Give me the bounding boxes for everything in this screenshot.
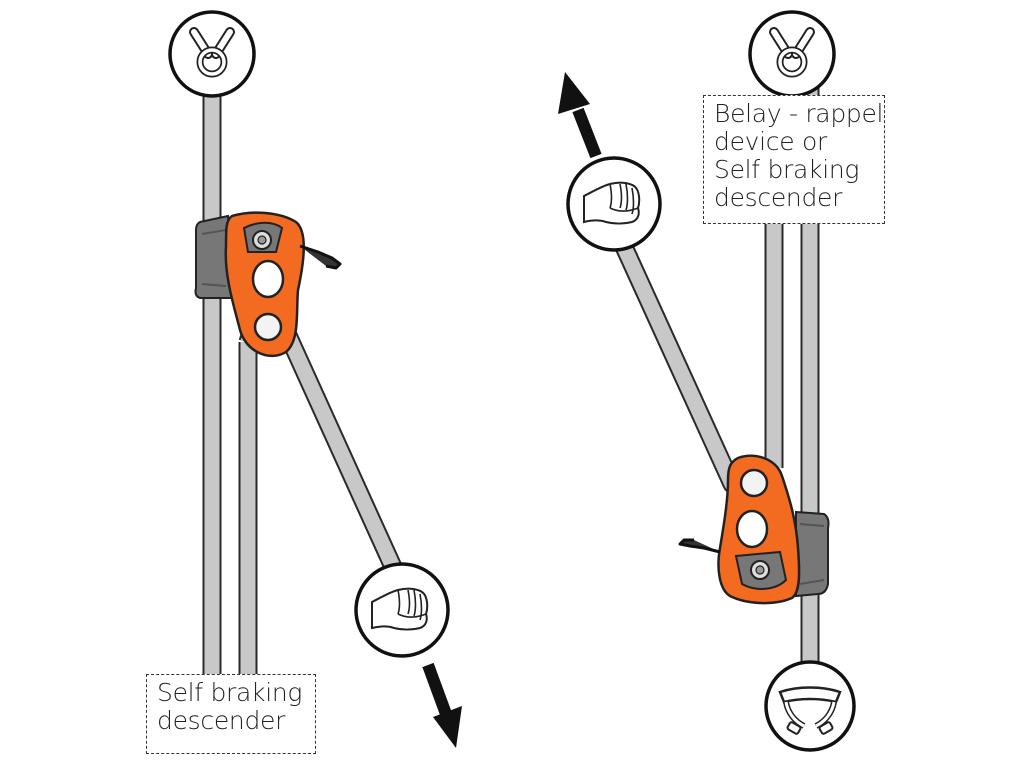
right-device-label-line: Self braking [714, 155, 860, 184]
right-device-label-line: Belay - rappel [714, 99, 884, 128]
anchor-ring-icon [748, 10, 836, 98]
left-device-label-line: Self braking [157, 678, 303, 707]
right-device-label-line: device or [714, 127, 827, 156]
hand-grip-icon [566, 156, 662, 252]
right-hauling-rope [610, 228, 742, 494]
arrow-up-icon [558, 72, 602, 159]
left-descender-device [194, 211, 342, 358]
anchor-ring-icon [168, 10, 256, 98]
left-brake-rope [272, 312, 418, 610]
right-device-label-line: descender [714, 183, 843, 212]
hand-grip-icon [354, 562, 450, 658]
arrow-down-icon [422, 662, 462, 748]
left-device-label-line: descender [157, 706, 286, 735]
right-device-label: Belay - rappel device or Self braking de… [703, 95, 885, 224]
left-system [168, 10, 462, 748]
left-device-label: Self braking descender [146, 674, 316, 754]
right-descender-device [678, 454, 830, 605]
harness-icon [764, 660, 856, 752]
right-system [558, 10, 856, 752]
